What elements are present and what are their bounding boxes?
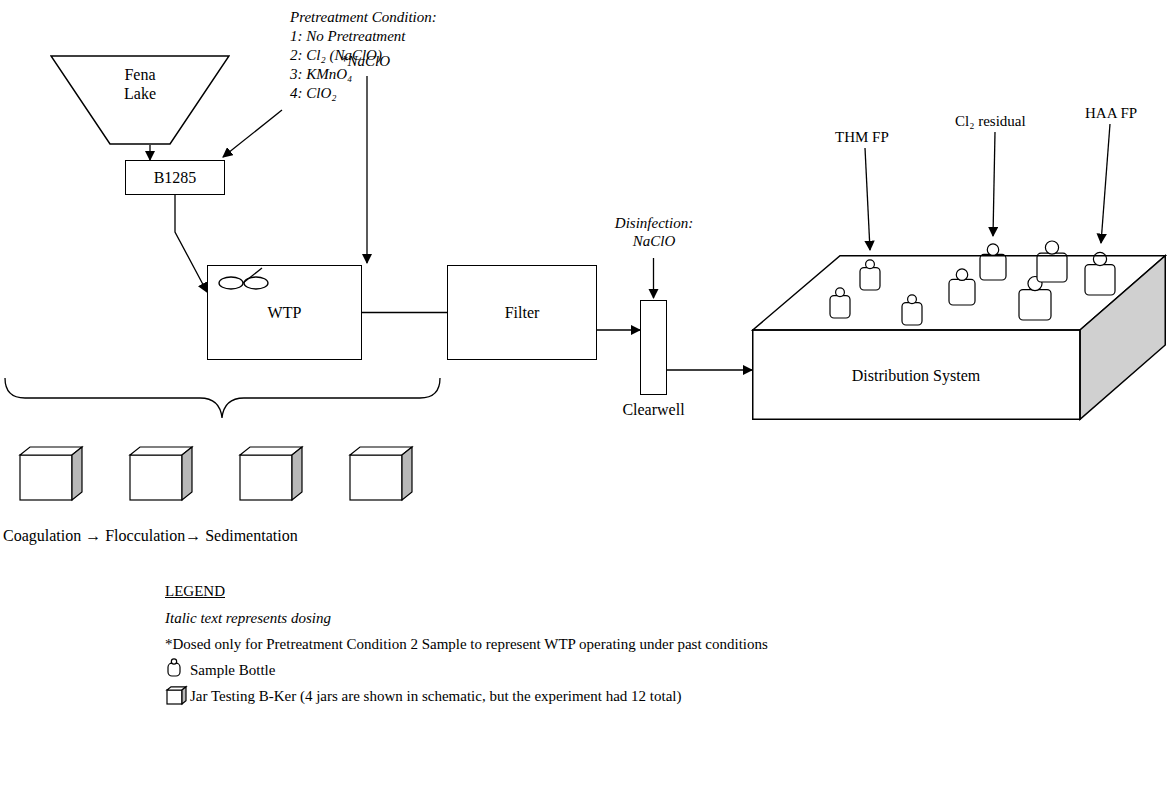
sample-arrow <box>865 148 870 250</box>
bottle-cap <box>908 295 917 304</box>
sample-bottle <box>1085 265 1115 295</box>
mixer-part <box>243 268 262 283</box>
legend-note: Italic text represents dosing <box>165 609 331 627</box>
sample-label: Cl₂ residual <box>955 112 1026 130</box>
legend-text: Jar Testing B-Ker (4 jars are shown in s… <box>190 687 681 705</box>
sample-bottle <box>980 254 1006 280</box>
sample-bottle <box>1037 253 1067 282</box>
flow-arrow <box>597 329 640 330</box>
sample-arrow <box>1101 124 1110 243</box>
pretreatment-option: 1: No Pretreatment <box>290 27 406 45</box>
bottle-cap <box>171 659 176 664</box>
clearwell-tank: Clearwell <box>625 300 682 395</box>
front-text-area: Distribution System <box>752 330 1080 420</box>
node-label: WTP <box>268 303 302 322</box>
dosing-arrow <box>366 76 367 263</box>
dosing-note: Disinfection: NaClO <box>600 214 708 250</box>
dosing-arrow <box>653 258 654 298</box>
bottle-cap <box>1045 241 1058 254</box>
tank-outline <box>640 300 667 395</box>
front-face <box>753 330 1080 419</box>
jar-front <box>167 690 182 704</box>
bottle-cap <box>836 288 845 297</box>
node-label: Distribution System <box>852 366 980 385</box>
flow-arrow <box>149 145 150 160</box>
legend-text: Sample Bottle <box>190 661 275 679</box>
jar-side <box>402 447 412 500</box>
flow-arrow <box>667 369 752 370</box>
sample-bottle <box>1019 290 1051 320</box>
legend-note: *Dosed only for Pretreatment Condition 2… <box>165 635 768 653</box>
mixer-part <box>244 277 268 289</box>
treatment-plant-box: WTP <box>207 265 362 360</box>
pretreatment-heading: Pretreatment Condition: <box>290 8 437 26</box>
sample-arrow <box>993 132 995 236</box>
lake-shape <box>51 56 229 144</box>
sample-bottle <box>860 268 880 290</box>
sample-bottle <box>902 303 922 325</box>
jar-side <box>182 447 192 500</box>
node-label: B1285 <box>154 168 197 187</box>
sample-bottle <box>830 296 850 318</box>
jar-side <box>72 447 82 500</box>
jar-front <box>350 455 402 500</box>
distribution-box: Distribution System <box>752 255 1166 420</box>
side-face <box>1080 256 1165 420</box>
legend-entry: Jar Testing B-Ker (4 jars are shown in s… <box>190 687 681 705</box>
bottle-cap <box>987 244 998 255</box>
filter-box: Filter <box>447 265 597 360</box>
flow-arrow <box>175 195 207 292</box>
sample-label: HAA FP <box>1085 104 1137 122</box>
dosing-arrow <box>223 110 282 157</box>
lake-text-area: Fena Lake <box>50 65 230 103</box>
mixer-part <box>219 277 243 289</box>
node-label: Filter <box>505 303 540 322</box>
jar-side <box>292 447 302 500</box>
node-label: Fena Lake <box>110 65 170 103</box>
jar-front <box>130 455 182 500</box>
sample-label: THM FP <box>835 128 889 146</box>
bottle-cap <box>866 260 875 269</box>
legend-entry: Sample Bottle <box>190 661 275 679</box>
sample-bottle <box>949 279 975 305</box>
process-sequence: Coagulation → Flocculation→ Sedimentatio… <box>3 527 298 545</box>
bracket <box>5 378 440 418</box>
legend-heading: LEGEND <box>165 582 225 600</box>
pretreatment-box: B1285 <box>125 160 225 195</box>
flow-arrow <box>362 312 447 313</box>
pretreatment-option: 4: ClO₂ <box>290 84 336 102</box>
jar-side <box>182 687 186 704</box>
bottle-cap <box>956 269 967 280</box>
source-lake: Fena Lake <box>50 55 230 145</box>
bottle-cap <box>1093 252 1106 265</box>
node-label: Clearwell <box>622 400 684 419</box>
jar-front <box>20 455 72 500</box>
dosing-note: *NaClO <box>340 52 390 70</box>
sample-bottle <box>168 663 180 676</box>
jar-front <box>240 455 292 500</box>
box-outline <box>752 255 1166 420</box>
